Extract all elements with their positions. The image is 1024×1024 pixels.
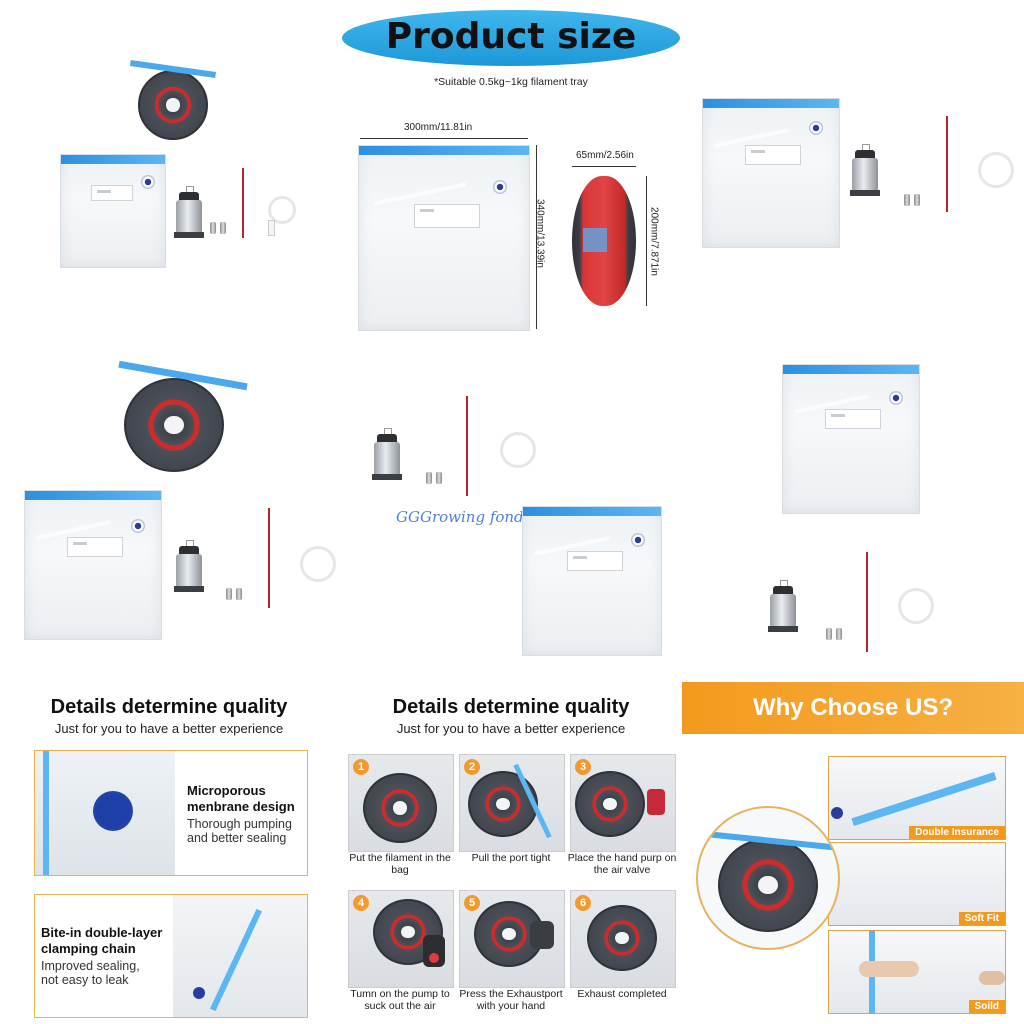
step-4-photo: 4 bbox=[348, 890, 454, 988]
why-title: Why Choose US? bbox=[752, 694, 953, 721]
step-1-caption: Put the filament in the bag bbox=[349, 852, 451, 876]
spool-height-line bbox=[646, 176, 647, 306]
screw-icon bbox=[220, 222, 226, 234]
valve-icon bbox=[193, 987, 205, 999]
step-number: 6 bbox=[575, 895, 591, 911]
feature-card-clamping: Bite-in double-layer clamping chain Impr… bbox=[34, 894, 308, 1018]
membrane-photo bbox=[35, 751, 175, 875]
spool-in-bag-medium bbox=[124, 378, 224, 472]
tube-ring-icon bbox=[268, 196, 296, 224]
spool-height-label: 200mm/7.871in bbox=[648, 207, 660, 276]
step-1-photo: 1 bbox=[348, 754, 454, 852]
step-number: 1 bbox=[353, 759, 369, 775]
product-bag-main bbox=[358, 145, 530, 331]
page-title: Product size bbox=[385, 16, 637, 57]
red-wire-icon bbox=[268, 508, 270, 608]
tube-connector-icon bbox=[268, 220, 275, 236]
feature-text-membrane: Thorough pumping and better sealing bbox=[187, 817, 292, 845]
step-6-caption: Exhaust completed bbox=[577, 988, 667, 1000]
valve-icon bbox=[93, 791, 133, 831]
red-wire-icon bbox=[866, 552, 868, 652]
step-3-photo: 3 bbox=[570, 754, 676, 852]
bag-height-line bbox=[536, 145, 537, 329]
bag-width-label: 300mm/11.81in bbox=[404, 122, 473, 133]
step-3-caption: Place the hand purp on the air valve bbox=[567, 852, 677, 876]
step-number: 5 bbox=[464, 895, 480, 911]
screw-icon bbox=[904, 194, 910, 206]
screw-icon bbox=[226, 588, 232, 600]
step-number: 4 bbox=[353, 895, 369, 911]
step-6-photo: 6 bbox=[570, 890, 676, 988]
feature-title-membrane: Microporous menbrane design bbox=[187, 783, 295, 814]
bag-center-lower bbox=[522, 506, 662, 656]
step-number: 2 bbox=[464, 759, 480, 775]
bag-middle-right bbox=[782, 364, 920, 514]
screw-icon bbox=[210, 222, 216, 234]
tube-ring-icon bbox=[300, 546, 336, 582]
red-wire-icon bbox=[946, 116, 948, 212]
bag-height-label: 340mm/13.39in bbox=[534, 199, 546, 268]
step-4-caption: Tumn on the pump to suck out the air bbox=[350, 988, 450, 1012]
step-number: 3 bbox=[575, 759, 591, 775]
screw-icon bbox=[236, 588, 242, 600]
why-tag-soft-fit: Soft Fit bbox=[958, 912, 1005, 925]
details-heading-mid: Details determine quality bbox=[392, 696, 630, 718]
hand-photo bbox=[979, 971, 1005, 985]
tube-ring-icon bbox=[978, 152, 1014, 188]
hand-photo bbox=[859, 961, 919, 977]
why-card-soft-fit: Soft Fit bbox=[828, 842, 1006, 926]
bag-small-left bbox=[60, 154, 166, 268]
details-heading-left: Details determine quality bbox=[50, 696, 288, 718]
title-pill bbox=[342, 10, 680, 66]
screw-icon bbox=[826, 628, 832, 640]
clamping-photo bbox=[173, 895, 307, 1017]
screw-icon bbox=[426, 472, 432, 484]
feature-card-membrane: Microporous menbrane design Thorough pum… bbox=[34, 750, 308, 876]
bag-middle-left bbox=[24, 490, 162, 640]
tube-ring-icon bbox=[500, 432, 536, 468]
red-wire-icon bbox=[242, 168, 244, 238]
step-5-caption: Press the Exhaustport with your hand bbox=[459, 988, 563, 1012]
why-spool-circle bbox=[696, 806, 840, 950]
bag-width-line bbox=[360, 138, 528, 139]
why-banner bbox=[682, 682, 1024, 734]
spool-label-patch bbox=[583, 228, 607, 252]
tube-ring-icon bbox=[898, 588, 934, 624]
why-card-double-insurance: Double Insurance bbox=[828, 756, 1006, 840]
feature-title-clamping: Bite-in double-layer clamping chain bbox=[41, 925, 163, 956]
details-subheading-left: Just for you to have a better experience bbox=[54, 721, 284, 736]
bag-top-right bbox=[702, 98, 840, 248]
valve-icon bbox=[831, 807, 843, 819]
step-2-caption: Pull the port tight bbox=[471, 852, 551, 864]
why-tag-soild: Soild bbox=[968, 1000, 1005, 1013]
page-subtitle: *Suitable 0.5kg~1kg filament tray bbox=[434, 76, 588, 88]
spool-in-bag-small bbox=[138, 70, 208, 140]
screw-icon bbox=[836, 628, 842, 640]
step-2-photo: 2 bbox=[459, 754, 565, 852]
screw-icon bbox=[914, 194, 920, 206]
screw-icon bbox=[436, 472, 442, 484]
feature-text-clamping: Improved sealing, not easy to leak bbox=[41, 959, 140, 987]
why-tag-double-insurance: Double Insurance bbox=[909, 826, 1005, 839]
details-subheading-mid: Just for you to have a better experience bbox=[396, 721, 626, 736]
step-5-photo: 5 bbox=[459, 890, 565, 988]
spool-width-label: 65mm/2.56in bbox=[576, 150, 634, 161]
red-wire-icon bbox=[466, 396, 468, 496]
spool-width-line bbox=[572, 166, 636, 167]
why-card-soild: Soild bbox=[828, 930, 1006, 1014]
